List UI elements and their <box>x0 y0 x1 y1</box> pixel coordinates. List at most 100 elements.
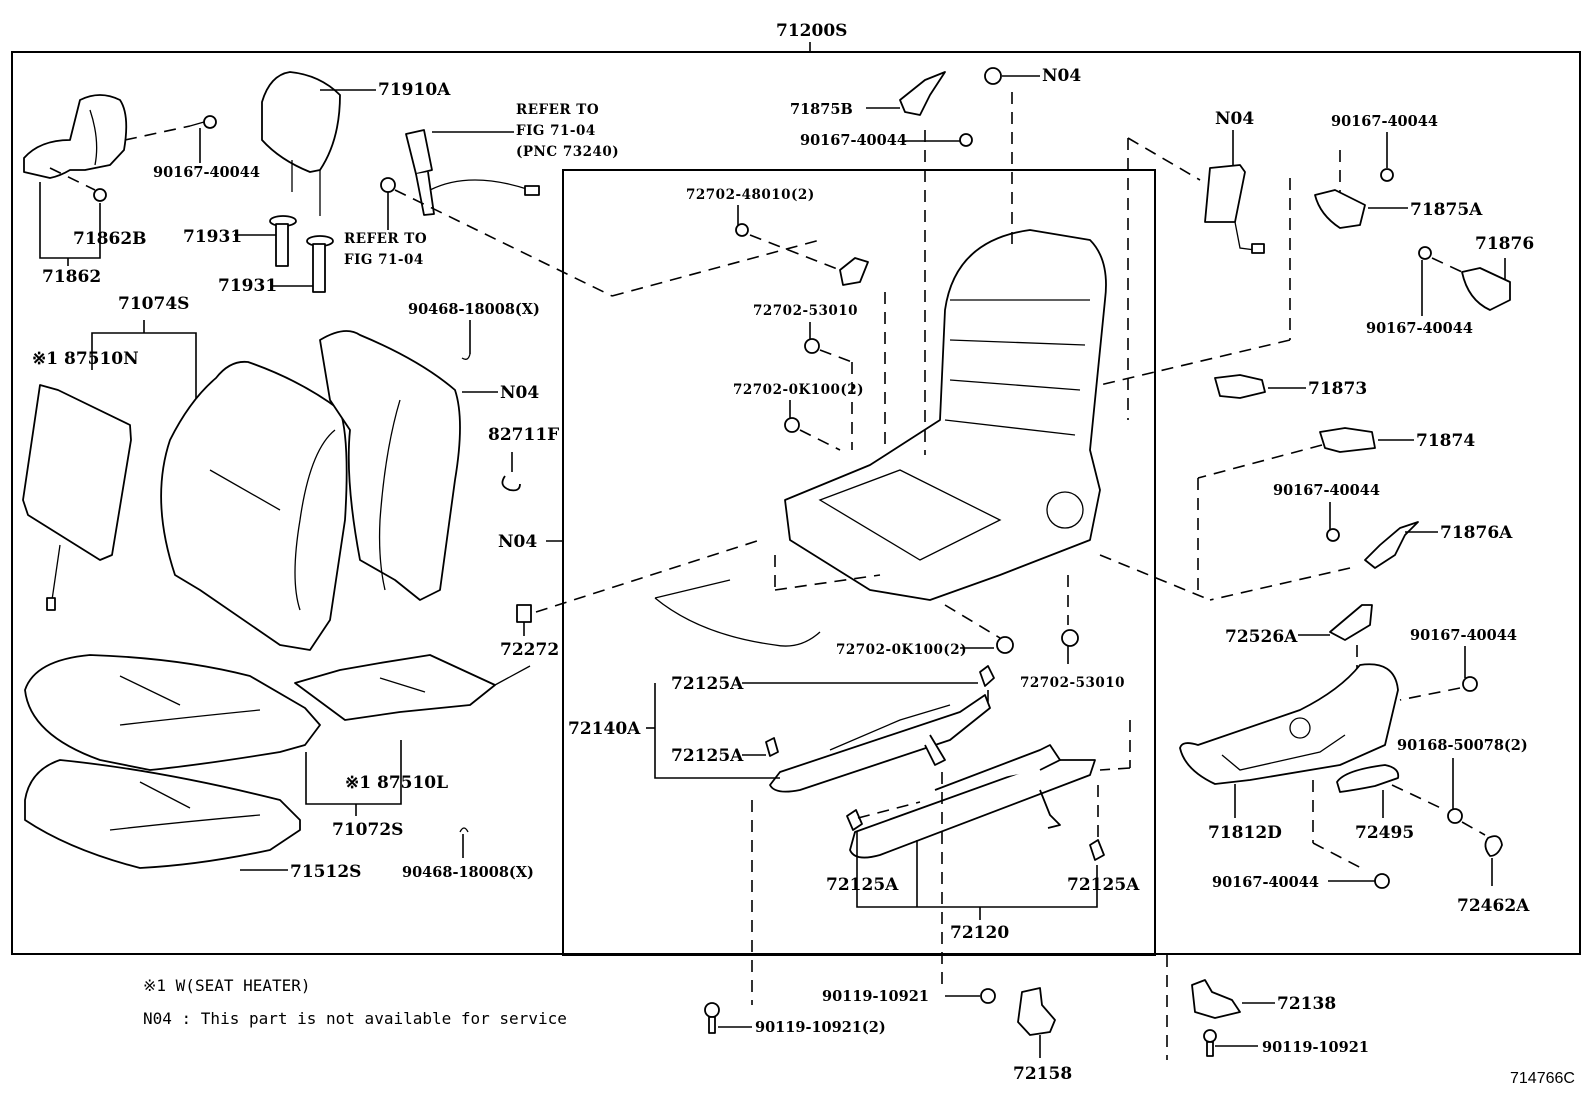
label-90167-40044[interactable]: 90167-40044 <box>1366 320 1473 337</box>
label-refer-fig[interactable]: FIG 71-04 <box>516 123 596 139</box>
seatback-pad-part[interactable] <box>319 330 461 601</box>
clip-icon <box>984 67 1002 85</box>
label-72702-0K100[interactable]: 72702-0K100(2) <box>733 382 864 398</box>
label-90168-50078[interactable]: 90168-50078(2) <box>1397 737 1528 754</box>
label-71875B[interactable]: 71875B <box>790 101 853 118</box>
label-72140A[interactable]: 72140A <box>568 719 641 739</box>
label-71931[interactable]: 71931 <box>183 227 242 247</box>
label-72702-53010[interactable]: 72702-53010 <box>753 303 858 319</box>
label-N04[interactable]: N04 <box>500 383 539 403</box>
seatback-heater-part[interactable] <box>22 384 132 611</box>
label-72125A[interactable]: 72125A <box>826 875 899 895</box>
label-72462A[interactable]: 72462A <box>1457 896 1530 916</box>
side-airbag-part[interactable] <box>1204 164 1265 254</box>
seat-frame-part[interactable] <box>784 229 1107 601</box>
cover-trim-part[interactable] <box>899 71 946 116</box>
label-N04[interactable]: N04 <box>1215 109 1254 129</box>
label-72125A[interactable]: 72125A <box>671 674 744 694</box>
bracket-part[interactable] <box>1214 374 1266 399</box>
seat-cushion-pad-part[interactable] <box>24 759 301 869</box>
knob-part[interactable] <box>1329 604 1373 641</box>
clip-icon <box>979 665 995 687</box>
seat-cushion-cover-part[interactable] <box>24 654 321 771</box>
label-72495[interactable]: 72495 <box>1355 823 1414 843</box>
label-71812D[interactable]: 71812D <box>1208 823 1282 843</box>
screw-icon <box>1462 676 1478 692</box>
label-71931[interactable]: 71931 <box>218 276 277 296</box>
label-72272[interactable]: 72272 <box>500 640 559 660</box>
label-71876[interactable]: 71876 <box>1475 234 1534 254</box>
headrest-guide-part[interactable] <box>23 94 128 179</box>
label-72125A[interactable]: 72125A <box>671 746 744 766</box>
headrest-support-part[interactable] <box>269 215 297 267</box>
side-shield-part[interactable] <box>1179 663 1399 785</box>
label-72138[interactable]: 72138 <box>1277 994 1336 1014</box>
label-90167-40044[interactable]: 90167-40044 <box>153 164 260 181</box>
label-90167-40044[interactable]: 90167-40044 <box>1212 874 1319 891</box>
bracket-part[interactable] <box>1191 979 1241 1019</box>
label-71200S[interactable]: 71200S <box>776 21 847 41</box>
headrest-support-part[interactable] <box>306 235 334 293</box>
seat-heater-part[interactable] <box>294 654 531 721</box>
bolt-icon <box>1061 629 1079 647</box>
label-72125A[interactable]: 72125A <box>1067 875 1140 895</box>
label-refer-to[interactable]: REFER TO <box>344 231 427 247</box>
label-71910A[interactable]: 71910A <box>378 80 451 100</box>
figure-id: 714766C <box>1510 1070 1575 1087</box>
label-71074S[interactable]: 71074S <box>118 294 189 314</box>
hog-ring-icon <box>461 353 471 360</box>
label-71874[interactable]: 71874 <box>1416 431 1475 451</box>
label-71862B[interactable]: 71862B <box>73 229 147 249</box>
clip-icon <box>1089 839 1105 861</box>
lever-part[interactable] <box>1336 764 1400 793</box>
label-72526A[interactable]: 72526A <box>1225 627 1298 647</box>
label-refer-pnc[interactable]: (PNC 73240) <box>516 144 619 160</box>
headrest-part[interactable] <box>261 71 341 216</box>
label-90167-40044[interactable]: 90167-40044 <box>1273 482 1380 499</box>
label-90167-40044[interactable]: 90167-40044 <box>1410 627 1517 644</box>
label-90167-40044[interactable]: 90167-40044 <box>1331 113 1438 130</box>
label-71875A[interactable]: 71875A <box>1410 200 1483 220</box>
label-90119-10921[interactable]: 90119-10921 <box>822 988 929 1005</box>
bracket-part[interactable] <box>1017 987 1056 1036</box>
screw-icon <box>1374 873 1390 889</box>
seat-rail-part[interactable] <box>769 694 991 793</box>
bolt-icon <box>380 177 396 193</box>
hinge-cover-part[interactable] <box>1461 267 1511 311</box>
label-87510L[interactable]: ※1 87510L <box>345 773 448 793</box>
label-90119-10921-2[interactable]: 90119-10921(2) <box>755 1019 886 1036</box>
label-71876A[interactable]: 71876A <box>1440 523 1513 543</box>
hinge-cover-part[interactable] <box>1314 189 1366 229</box>
note-seat-heater: ※1 W(SEAT HEATER) <box>143 976 311 995</box>
lever-part[interactable] <box>1364 521 1419 569</box>
label-82711F[interactable]: 82711F <box>488 425 559 445</box>
cap-part[interactable] <box>1484 835 1503 857</box>
label-N04[interactable]: N04 <box>498 532 537 552</box>
label-72702-0K100[interactable]: 72702-0K100(2) <box>836 642 967 658</box>
clip-icon <box>93 188 107 202</box>
label-refer-to[interactable]: REFER TO <box>516 102 599 118</box>
label-87510N[interactable]: ※1 87510N <box>32 349 139 369</box>
clip-icon <box>846 809 863 831</box>
label-90119-10921[interactable]: 90119-10921 <box>1262 1039 1369 1056</box>
label-71873[interactable]: 71873 <box>1308 379 1367 399</box>
label-refer-fig[interactable]: FIG 71-04 <box>344 252 424 268</box>
label-71512S[interactable]: 71512S <box>290 862 361 882</box>
seat-rail-part[interactable] <box>849 744 1096 859</box>
wire-part[interactable] <box>654 579 821 647</box>
label-72702-48010[interactable]: 72702-48010(2) <box>686 187 815 203</box>
label-N04[interactable]: N04 <box>1042 66 1081 86</box>
label-72120[interactable]: 72120 <box>950 923 1009 943</box>
seatbelt-buckle-part[interactable] <box>405 129 540 216</box>
bracket-part[interactable] <box>839 257 869 286</box>
seatback-cover-part[interactable] <box>160 360 348 651</box>
label-72702-53010[interactable]: 72702-53010 <box>1020 675 1125 691</box>
label-90468-18008[interactable]: 90468-18008(X) <box>402 864 534 881</box>
label-71072S[interactable]: 71072S <box>332 820 403 840</box>
label-90468-18008[interactable]: 90468-18008(X) <box>408 301 540 318</box>
bracket-part[interactable] <box>1319 427 1376 453</box>
label-90167-40044[interactable]: 90167-40044 <box>800 132 907 149</box>
connector-part[interactable] <box>516 604 532 623</box>
label-71862[interactable]: 71862 <box>42 267 101 287</box>
label-72158[interactable]: 72158 <box>1013 1064 1072 1084</box>
